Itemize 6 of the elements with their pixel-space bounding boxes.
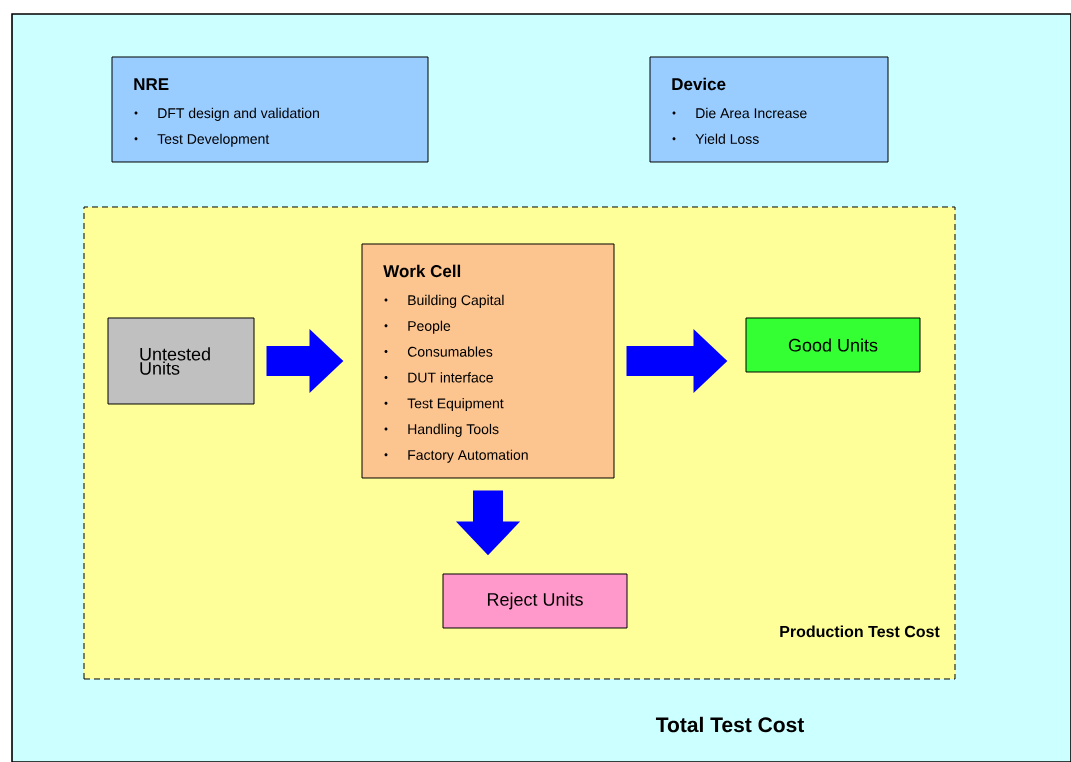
units-box: Reject Units [442,573,628,629]
info-box: Device Die Area Increase Yield Loss [649,56,889,163]
work-cell-box: Work Cell Building Capital People Consumables DUT interface Test Equipment Handling Tools Factory Automation [361,243,615,479]
units-box: Good Units [745,317,921,373]
units-box: Untested Units [107,317,255,405]
info-box: NRE DFT design and validation Test Development [111,56,429,163]
